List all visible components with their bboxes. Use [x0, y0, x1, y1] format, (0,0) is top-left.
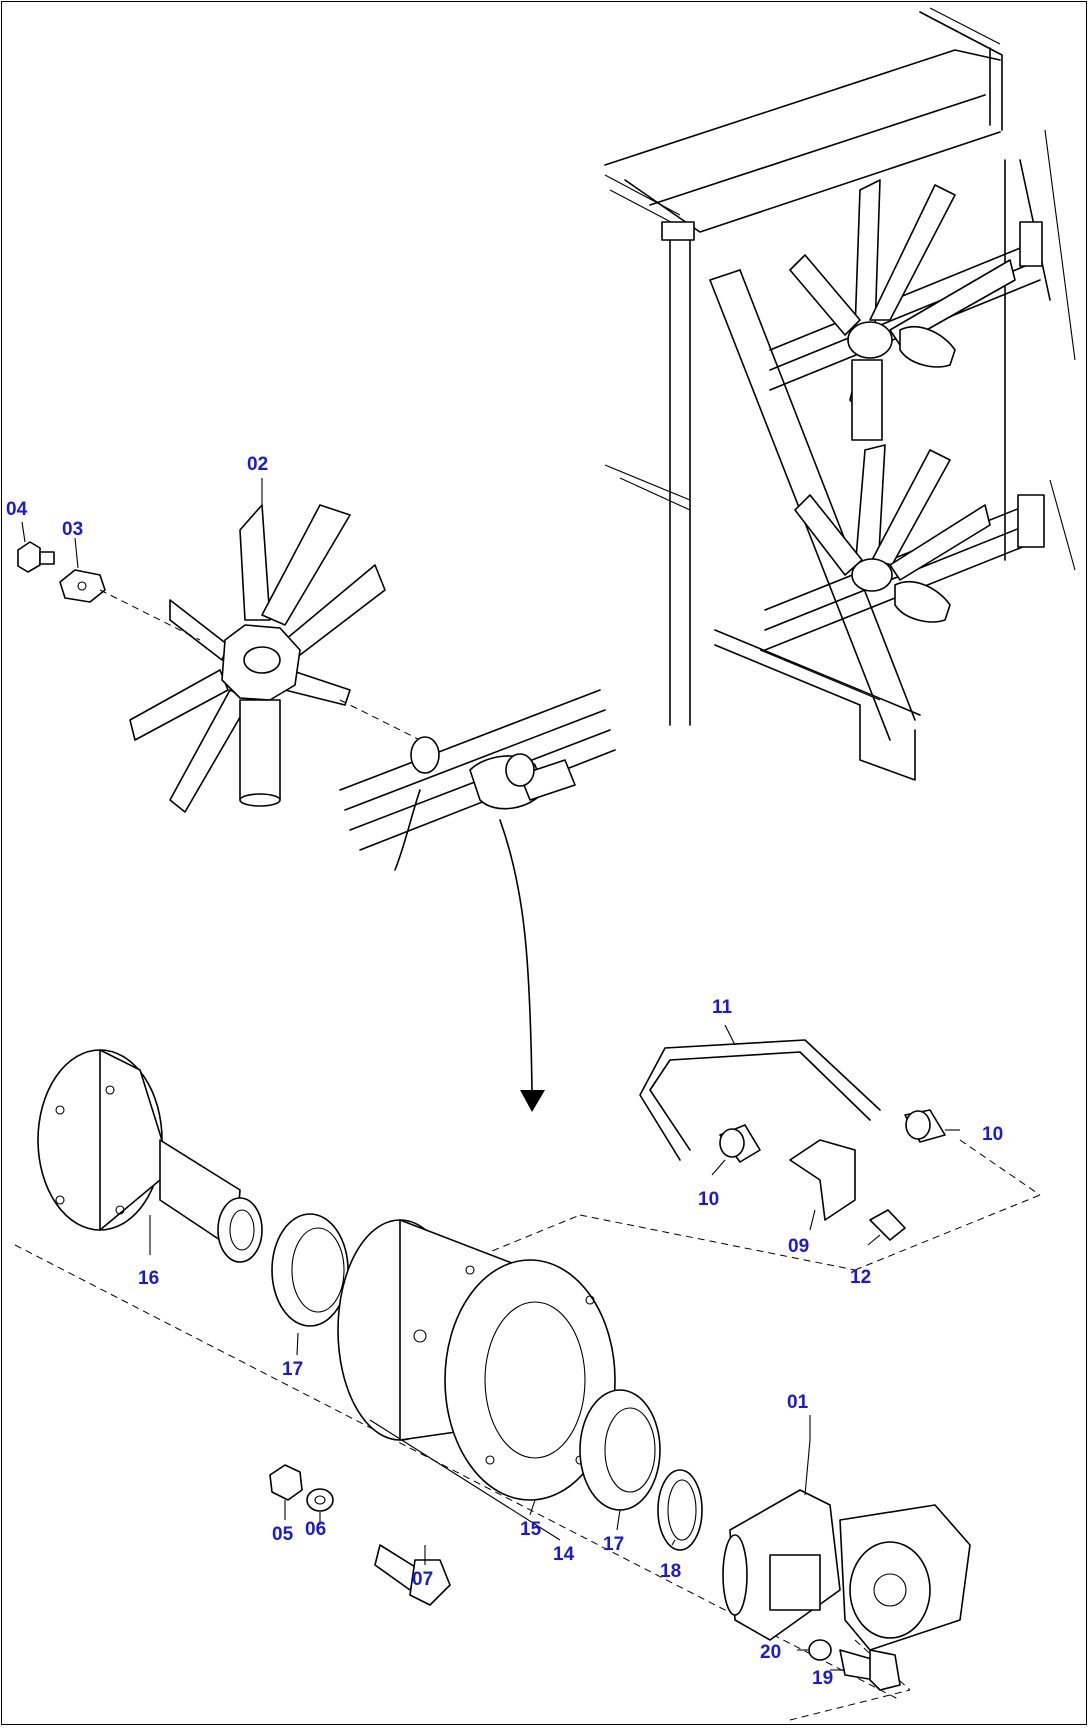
- callout-02: 02: [247, 454, 268, 475]
- callout-17-right: 17: [603, 1534, 624, 1555]
- seal-ring-18: [657, 1469, 703, 1551]
- bolt-07: [374, 1544, 451, 1606]
- lock-plate-03: [59, 569, 106, 603]
- callout-19: 19: [812, 1668, 833, 1689]
- callout-05: 05: [272, 1524, 294, 1545]
- machine-frame-overview: [604, 7, 1076, 781]
- arrow-head: [520, 1090, 545, 1112]
- upper-fan-overview: [789, 179, 1016, 441]
- flange-shaft-16: [37, 1049, 263, 1263]
- callout-04: 04: [6, 499, 28, 520]
- callout-17-left: 17: [282, 1359, 303, 1380]
- sensor-12: [869, 1209, 906, 1241]
- callout-16: 16: [138, 1268, 159, 1289]
- bearing-17-right: [579, 1389, 661, 1511]
- callout-09: 09: [788, 1236, 809, 1257]
- callout-07: 07: [412, 1569, 433, 1590]
- drive-shaft-overview: [339, 689, 616, 871]
- callout-10-right: 10: [982, 1124, 1003, 1145]
- nut-05: [269, 1464, 303, 1501]
- callout-18: 18: [660, 1561, 681, 1582]
- fan-blade-assembly: [129, 504, 386, 813]
- washer-20: [808, 1639, 832, 1661]
- callout-11: 11: [712, 997, 733, 1018]
- sensor-cable-11: [639, 1039, 881, 1161]
- callout-10-left: 10: [698, 1189, 719, 1210]
- sensor-10-left: [719, 1124, 761, 1163]
- bearing-17-left: [271, 1213, 349, 1327]
- sensor-10-right: [904, 1109, 946, 1143]
- washer-06: [306, 1488, 334, 1512]
- callout-14: 14: [553, 1544, 575, 1565]
- callout-01: 01: [787, 1392, 809, 1413]
- callout-15: 15: [520, 1519, 542, 1540]
- lower-fan-overview: [794, 444, 991, 623]
- callout-labels: 02 04 03 11 10 10 09 12 16 17 01 05 06 1…: [6, 454, 1003, 1689]
- callout-12: 12: [850, 1267, 871, 1288]
- housing-15: [337, 1219, 616, 1501]
- leader-lines: [21, 478, 960, 1671]
- bolt-19: [839, 1649, 901, 1691]
- bracket-09: [789, 1139, 856, 1221]
- callout-20: 20: [760, 1642, 781, 1663]
- callout-03: 03: [62, 519, 83, 540]
- callout-06: 06: [305, 1519, 326, 1540]
- hydraulic-motor-01: [722, 1489, 971, 1651]
- bolt-04: [17, 541, 55, 573]
